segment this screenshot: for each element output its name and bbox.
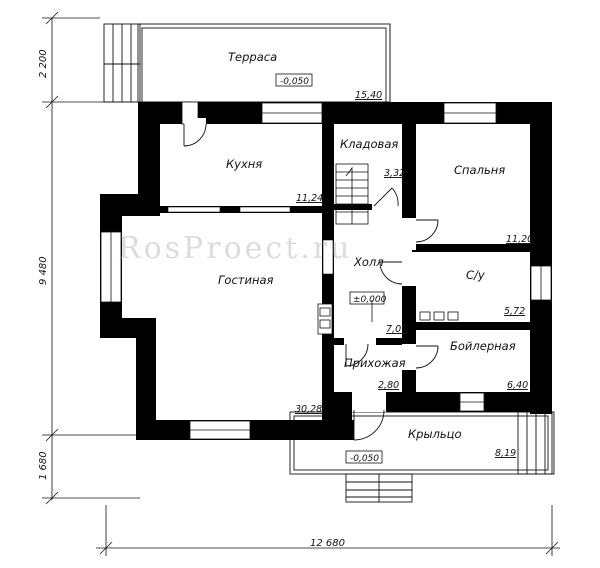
hall-level: ±0,000 — [353, 295, 387, 305]
kitchen-name: Кухня — [226, 157, 262, 171]
porch-level: -0,050 — [350, 454, 379, 464]
kitchen-area: 11,24 — [296, 193, 323, 204]
windows — [100, 101, 552, 440]
doors — [183, 118, 439, 441]
boiler-area: 6,40 — [507, 380, 528, 391]
porch-level-box: -0,050 — [345, 450, 383, 464]
watermark: RosProect.ru — [118, 231, 352, 266]
dim-left-top: 2 200 — [38, 49, 49, 78]
hall-name: Холл — [353, 255, 384, 269]
porch-area: 8,19 — [495, 448, 516, 459]
pantry-area: 3,32 — [384, 168, 405, 179]
boiler-name: Бойлерная — [450, 339, 516, 353]
terrace-level: -0,050 — [280, 77, 309, 87]
porch-name: Крыльцо — [408, 427, 462, 441]
porch — [289, 411, 555, 503]
terrace-area: 15,40 — [355, 90, 382, 101]
living-area: 30,28 — [295, 404, 322, 415]
dim-left-middle: 9 480 — [38, 256, 49, 285]
dimension-lines — [42, 11, 560, 556]
dim-left-bottom: 1 680 — [38, 451, 49, 480]
bathroom-name: С/у — [466, 268, 485, 282]
hall-area: 7,07 — [386, 324, 407, 335]
entry-area: 2,80 — [378, 380, 399, 391]
terrace-name: Терраса — [228, 50, 277, 64]
living-name: Гостиная — [218, 273, 274, 287]
stair — [335, 163, 369, 225]
bathroom-area: 5,72 — [504, 306, 525, 317]
dim-bottom: 12 680 — [310, 538, 345, 549]
hall-level-box: ±0,000 — [349, 291, 387, 305]
entry-name: Прихожая — [344, 356, 406, 370]
bedroom-name: Спальня — [454, 163, 505, 177]
bedroom-area: 11,20 — [506, 234, 533, 245]
pantry-name: Кладовая — [340, 137, 398, 151]
terrace-level-box: -0,050 — [275, 73, 313, 87]
